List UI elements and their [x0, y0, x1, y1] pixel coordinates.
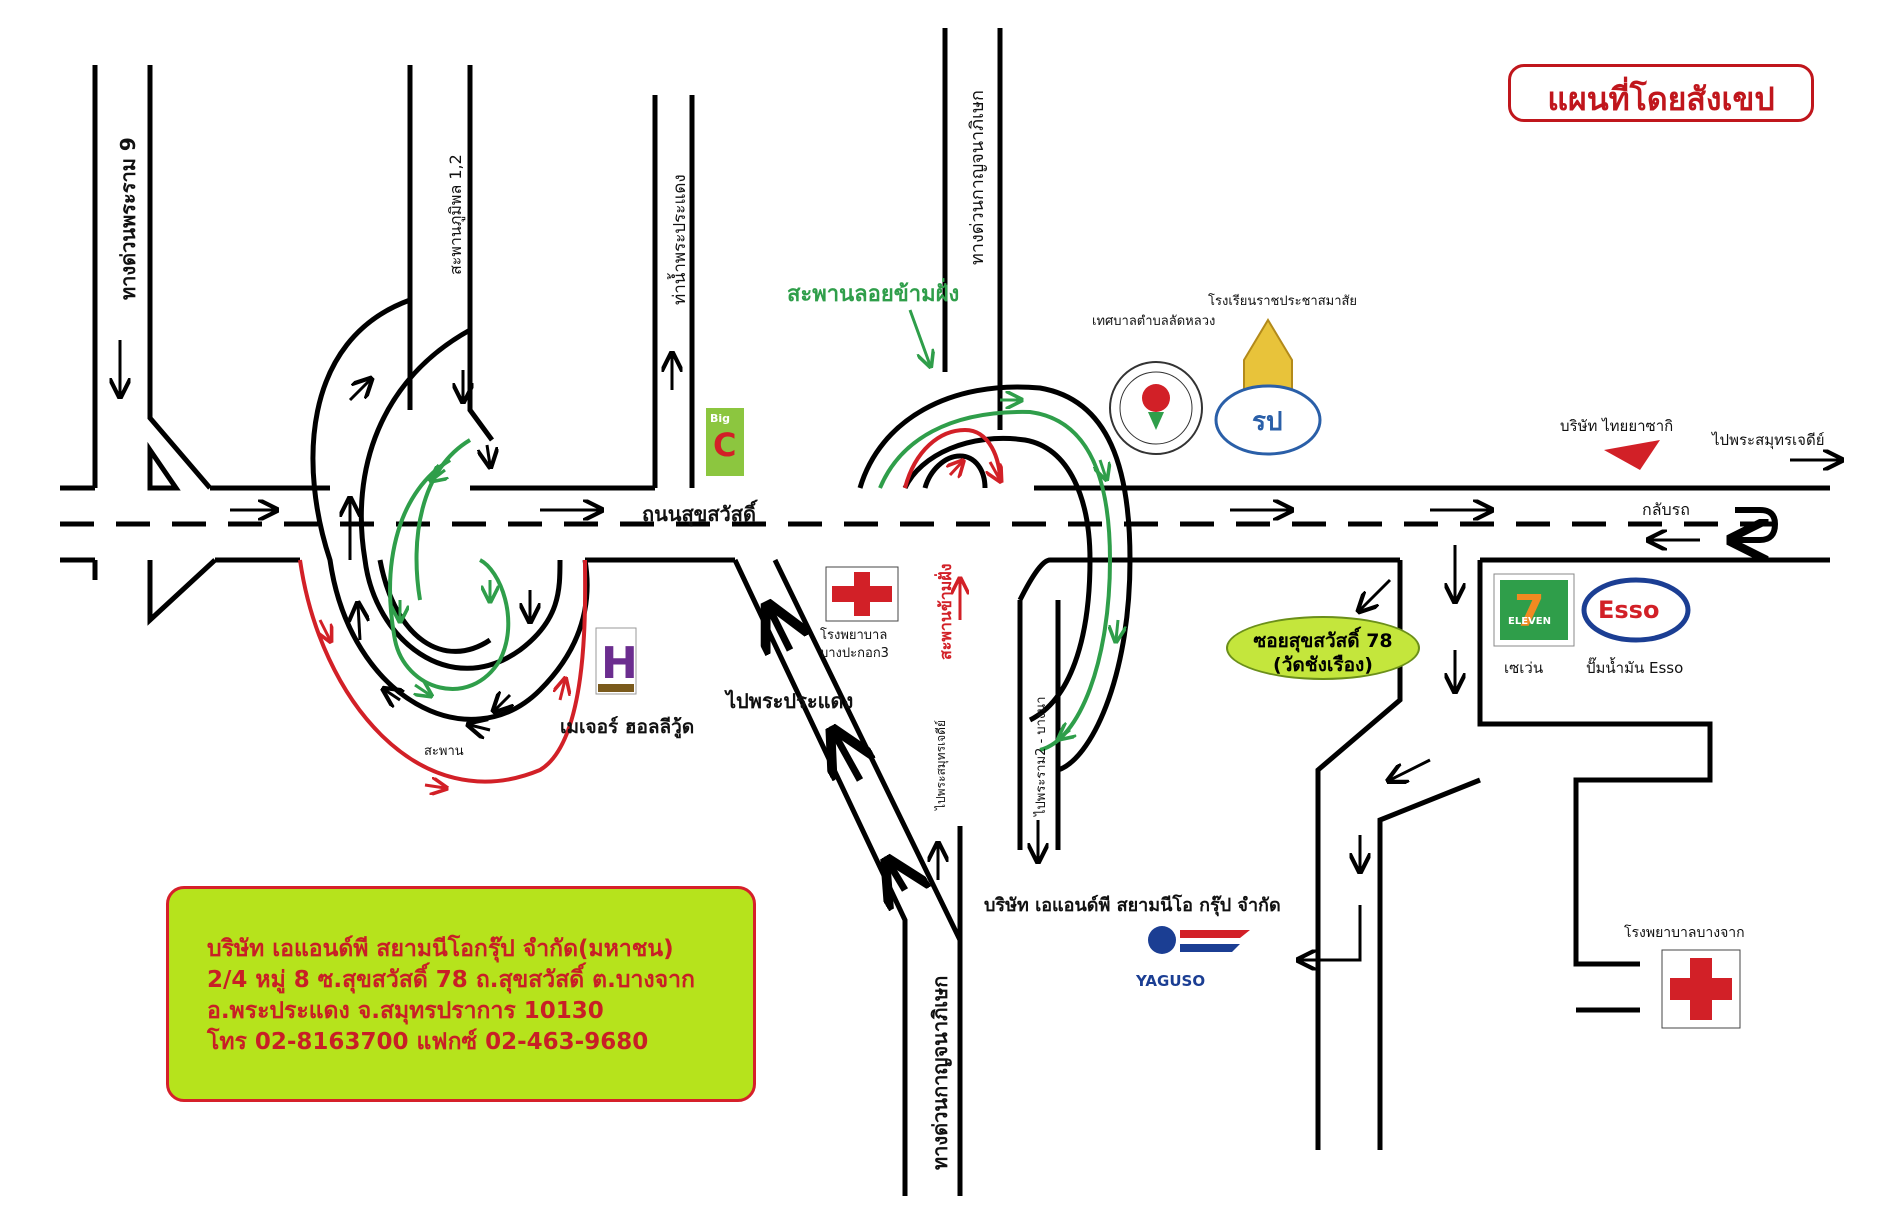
address-line-4: โทร 02-8163700 แฟกซ์ 02-463-9680: [207, 1029, 649, 1055]
big-c-logo: Big C: [706, 408, 744, 476]
esso-logo: [1581, 577, 1691, 643]
svg-text:7: 7: [1514, 586, 1545, 637]
to-rama2-label: ไปพระราม2 - บางนา: [1034, 696, 1049, 817]
yaguso-text: YAGUSO: [1136, 972, 1206, 990]
to-samut-chedi-vertical-label: ไปพระสมุทรเจดีย์: [934, 720, 948, 810]
esso-label: ปั๊มน้ำมัน Esso: [1586, 659, 1684, 677]
thai-yazaki-flag: [1604, 440, 1660, 470]
thai-yazaki-label: บริษัท ไทยยาซากิ: [1560, 417, 1674, 435]
major-hollywood-logo: H: [595, 627, 638, 695]
bhumibol-bridge-label: สะพานภูมิพล 1,2: [446, 154, 465, 275]
overpass-label: สะพานลอยข้ามฝั่ง: [787, 282, 960, 307]
address-line-1: บริษัท เอแอนด์พี สยามนีโอกรุ๊ป จำกัด(มหา…: [207, 936, 674, 962]
seven-eleven-label: เซเว่น: [1504, 659, 1544, 677]
yaguso-logo: [1130, 924, 1254, 988]
pier-label: ท่าน้ำพระประแดง: [670, 174, 690, 305]
municipality-label: เทศบาลตำบลลัดหลวง: [1092, 314, 1216, 329]
municipality-seal: [1109, 361, 1203, 455]
red-loop: [298, 559, 588, 784]
svg-text:Big: Big: [710, 412, 730, 425]
hospital-bangpakok-label-1: โรงพยาบาล: [820, 628, 888, 643]
hospital-bangchak-icon: [1661, 949, 1741, 1029]
main-road-label: ถนนสุขสวัสดิ์: [642, 502, 756, 526]
school-label: โรงเรียนราชประชาสมาสัย: [1208, 294, 1358, 309]
expressway-rama9-label: ทางด่วนพระราม 9: [116, 137, 140, 300]
svg-text:รป: รป: [1252, 407, 1282, 437]
seven-eleven-logo: 7: [1493, 573, 1575, 647]
esso-logo-text: Esso: [1598, 596, 1660, 624]
major-hollywood-label: เมเจอร์ ฮอลลีวู้ด: [560, 716, 695, 738]
u-turn-symbol: [1735, 507, 1779, 540]
u-turn-label: กลับรถ: [1642, 500, 1690, 519]
soi-line-1: ซอยสุขสวัสดิ์ 78: [1253, 630, 1393, 652]
cloverleaf-loop: [310, 297, 590, 722]
address-box: บริษัท เอแอนด์พี สยามนีโอกรุ๊ป จำกัด(มหา…: [166, 886, 756, 1102]
green-arrows: [400, 309, 1118, 738]
svg-text:C: C: [713, 426, 736, 464]
overpass-loop: [857, 384, 1133, 773]
to-phra-pradaeng-label: ไปพระประแดง: [726, 689, 854, 713]
school-emblem: รป: [1214, 318, 1322, 456]
green-loop: [388, 458, 511, 691]
expressway-kanchana-top-label: ทางด่วนกาญจนาภิเษก: [967, 90, 988, 265]
expressway-kanchana-bottom-label: ทางด่วนกาญจนาภิเษก: [928, 975, 952, 1170]
soi-78-badge: ซอยสุขสวัสดิ์ 78 (วัดชังเรือง): [1226, 616, 1420, 680]
cross-side-label: สะพานข้ามฝั่ง: [936, 563, 955, 660]
small-bridge-label: สะพาน: [424, 744, 464, 759]
main-road: [60, 485, 1830, 563]
bold-arrows: [770, 610, 905, 890]
map-title: แผนที่โดยสังเขป: [1547, 80, 1775, 118]
soi-line-2: (วัดชังเรือง): [1273, 654, 1373, 676]
address-line-3: อ.พระประแดง จ.สมุทรปราการ 10130: [207, 998, 604, 1024]
seven-eleven-logo-text: ELEVEN: [1508, 616, 1551, 627]
hospital-bangpakok-icon: [825, 566, 899, 622]
to-samut-chedi-label: ไปพระสมุทรเจดีย์: [1712, 431, 1825, 449]
map-title-box: แผนที่โดยสังเขป: [1508, 64, 1814, 122]
svg-text:H: H: [601, 638, 638, 689]
hospital-bangchak-label: โรงพยาบาลบางจาก: [1624, 925, 1745, 941]
company-label: บริษัท เอแอนด์พี สยามนีโอ กรุ๊ป จำกัด: [984, 895, 1281, 916]
red-arrows: [320, 462, 1000, 788]
address-line-2: 2/4 หมู่ 8 ซ.สุขสวัสดิ์ 78 ถ.สุขสวัสดิ์ …: [207, 967, 695, 993]
direction-arrows: [120, 340, 1840, 960]
hospital-bangpakok-label-2: บางปะกอก3: [820, 646, 889, 661]
